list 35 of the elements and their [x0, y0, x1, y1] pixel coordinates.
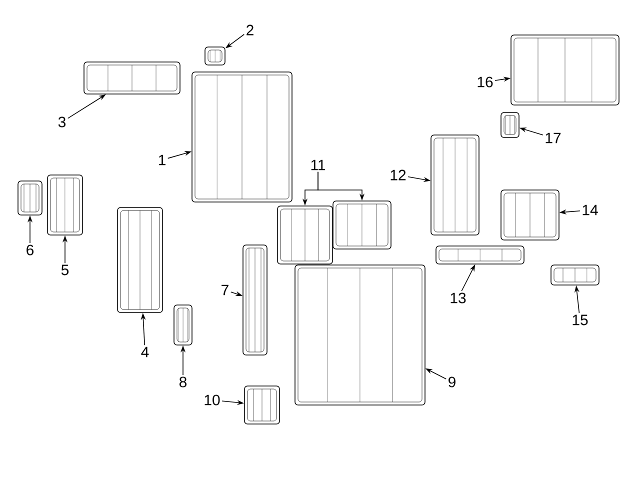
part-drawing	[294, 264, 426, 406]
callout-number: 3	[58, 116, 66, 128]
callout-number: 6	[26, 244, 34, 256]
part-drawing	[510, 34, 620, 106]
callout-number: 2	[246, 24, 254, 36]
callout-number: 5	[61, 264, 69, 276]
part-drawing	[436, 246, 524, 264]
callout-number: 11	[311, 160, 326, 170]
part-drawing	[550, 264, 600, 286]
callout-number: 12	[390, 170, 406, 180]
part-drawing	[277, 206, 333, 264]
callout-number: 15	[572, 314, 588, 326]
callout-number: 10	[204, 394, 220, 406]
callout-number: 13	[450, 292, 466, 304]
part-drawing	[192, 72, 292, 202]
part-drawing	[174, 304, 192, 346]
part-drawing	[84, 62, 180, 94]
part-drawing	[117, 207, 163, 313]
part-drawing	[332, 200, 392, 250]
callout-number: 7	[222, 284, 228, 296]
callout-number: 9	[448, 376, 456, 388]
callout-number: 14	[582, 204, 598, 216]
part-drawing	[500, 190, 560, 240]
part-drawing	[500, 112, 520, 138]
part-drawing	[242, 244, 268, 356]
callout-number: 1	[158, 154, 166, 166]
part-drawing	[204, 46, 226, 66]
callout-number: 8	[180, 376, 187, 388]
part-drawing	[430, 134, 480, 236]
part-drawing	[18, 180, 42, 216]
part-drawing	[47, 174, 83, 236]
part-drawing	[244, 386, 280, 424]
callout-number: 16	[478, 76, 493, 88]
callout-number: 17	[546, 132, 561, 144]
callout-number: 4	[141, 346, 149, 358]
